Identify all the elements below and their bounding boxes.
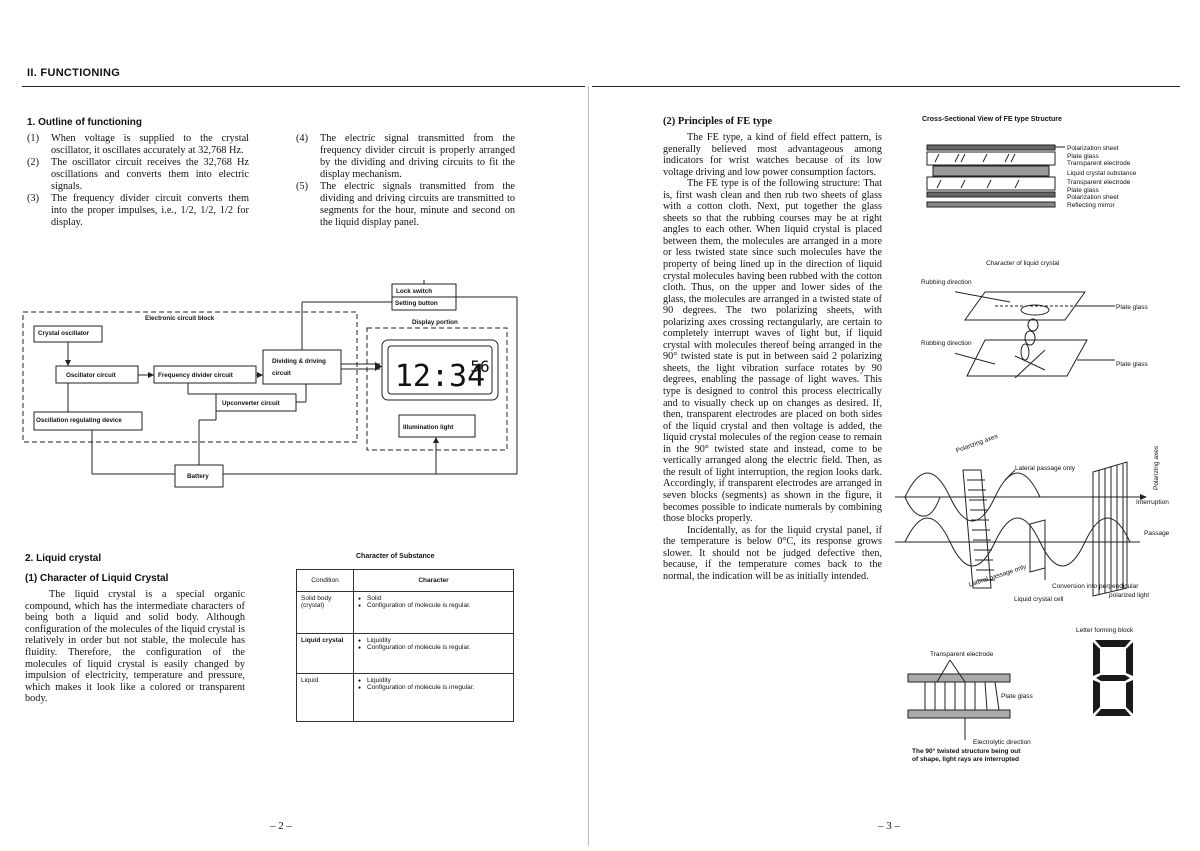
- layer-label: Liquid crystal substance: [1067, 169, 1137, 177]
- lc-character-figure: [955, 291, 1115, 379]
- liquid-crystal-heading: 2. Liquid crystal: [25, 553, 102, 564]
- upconverter-label: Upconverter circuit: [222, 400, 280, 407]
- fe-principles-text: The FE type, a kind of field effect patt…: [663, 132, 882, 582]
- layer-label: Reflecting mirror: [1067, 201, 1115, 209]
- lock-switch-label: Lock switch: [396, 288, 433, 295]
- fe-paragraph-3: Incidentally, as for the liquid crystal …: [663, 524, 882, 582]
- substance-table: Condition Character Solid body (crystal)…: [296, 569, 514, 722]
- electrode-caption-2: of shape, light rays are interrupted: [912, 756, 1019, 763]
- page-gutter: [588, 86, 589, 846]
- oscillator-circuit-label: Oscillator circuit: [66, 372, 116, 379]
- crystal-oscillator-label: Crystal oscillator: [38, 330, 90, 337]
- condition-cell: Solid body (crystal): [296, 591, 354, 634]
- lc-character-title: Character of liquid crystal: [986, 260, 1060, 267]
- section-title: II. FUNCTIONING: [27, 67, 121, 79]
- plate-glass-label-3: Plate glass: [1001, 693, 1033, 700]
- interruption-label: Interruption: [1136, 499, 1169, 506]
- lc-cell-label: Liquid crystal cell: [1014, 596, 1064, 603]
- block-diagram: 12:34 56: [22, 280, 518, 488]
- page-number-right: – 3 –: [878, 820, 900, 832]
- outline-list-left: (1)When voltage is supplied to the cryst…: [27, 133, 249, 229]
- character-bullet: Configuration of molecule is irregular.: [358, 684, 509, 691]
- lateral-passage-label: Lateral passage only: [1015, 465, 1075, 472]
- outline-list-right: (4)The electric signal transmitted from …: [296, 133, 515, 229]
- polarizing-axes-vertical: Polarizing axes: [1153, 445, 1160, 490]
- fe-paragraph-2: The FE type is of the following structur…: [663, 178, 882, 525]
- cross-section-title: Cross-Sectional View of FE type Structur…: [922, 116, 1062, 123]
- fe-principles-heading: (2) Principles of FE type: [663, 116, 773, 127]
- outline-item: (2)The oscillator circuit receives the 3…: [27, 157, 249, 192]
- rubbing-direction-2: Rubbing direction: [921, 340, 972, 347]
- layer-label: Plate glass: [1067, 186, 1099, 194]
- character-bullet: Configuration of molecule is regular.: [358, 644, 509, 651]
- conversion-label-2: polarized light: [1109, 592, 1150, 599]
- layer-label: Transparent electrode: [1067, 179, 1131, 186]
- character-bullet: Liquidity: [358, 637, 509, 644]
- cross-section-labels: Polarization sheet Plate glass Transpare…: [1067, 144, 1136, 211]
- dividing-driving-label-2: circuit: [272, 370, 291, 377]
- layer-label: Polarization sheet: [1067, 194, 1119, 201]
- rubbing-direction-1: Rubbing direction: [921, 279, 972, 286]
- character-bullet: Solid: [358, 595, 509, 602]
- col-condition: Condition: [296, 569, 354, 592]
- substance-table-title: Character of Substance: [356, 553, 435, 560]
- outline-item: (4)The electric signal transmitted from …: [296, 133, 515, 180]
- col-character: Character: [353, 569, 514, 592]
- plate-glass-label-1: Plate glass: [1116, 304, 1148, 311]
- header-rule-right: [592, 86, 1180, 87]
- cross-section-figure: [926, 144, 1065, 208]
- table-row: Liquid LiquidityConfiguration of molecul…: [296, 673, 514, 722]
- layer-label: Plate glass: [1067, 152, 1099, 160]
- outline-item: (3)The frequency divider circuit convert…: [27, 193, 249, 228]
- table-row: Solid body (crystal) SolidConfiguration …: [296, 591, 514, 634]
- lcd-seconds-digits: 56: [470, 357, 489, 376]
- illumination-label: Illumination light: [403, 424, 454, 431]
- polarization-figure: [895, 461, 1147, 597]
- dividing-driving-label-1: Dividing & driving: [272, 358, 326, 365]
- character-bullet: Liquidity: [358, 677, 509, 684]
- display-portion-label: Display portion: [412, 319, 458, 326]
- frequency-divider-label: Frequency divider circuit: [158, 372, 233, 379]
- page-number-left: – 2 –: [270, 820, 292, 832]
- oscillation-regulating-label: Oscillation regulating device: [36, 417, 122, 424]
- table-row: Liquid crystal LiquidityConfiguration of…: [296, 633, 514, 674]
- outline-item: (5)The electric signals transmitted from…: [296, 181, 515, 228]
- character-bullet: Configuration of molecule is regular.: [358, 602, 509, 609]
- electrolytic-label: Electrolytic direction: [973, 739, 1031, 746]
- passage-label: Passage: [1144, 530, 1170, 537]
- plate-glass-label-2: Plate glass: [1116, 361, 1148, 368]
- transparent-electrode-label: Transparent electrode: [930, 651, 994, 658]
- condition-cell: Liquid: [296, 673, 354, 722]
- lcd-main-digits: 12:34: [395, 359, 485, 394]
- liquid-crystal-paragraph: The liquid crystal is a special organic …: [25, 589, 245, 705]
- letter-block-title: Letter forming block: [1076, 627, 1134, 634]
- fe-paragraph-1: The FE type, a kind of field effect patt…: [663, 132, 882, 178]
- outline-item: (1)When voltage is supplied to the cryst…: [27, 133, 249, 156]
- character-subheading: (1) Character of Liquid Crystal: [25, 573, 169, 584]
- electrode-figure: [907, 660, 1011, 740]
- header-rule-left: [22, 86, 585, 87]
- seven-segment-figure: [1093, 640, 1133, 716]
- layer-label: Polarization sheet: [1067, 145, 1119, 152]
- layer-label: Transparent electrode: [1067, 160, 1131, 167]
- conversion-label-1: Conversion into perpendicular: [1052, 583, 1139, 590]
- condition-cell: Liquid crystal: [296, 633, 354, 674]
- outline-heading: 1. Outline of functioning: [27, 117, 142, 128]
- electronic-block-label: Electronic circuit block: [145, 315, 215, 322]
- setting-button-label: Setting button: [395, 300, 438, 307]
- electrode-caption-1: The 90° twisted structure being out: [912, 748, 1021, 755]
- battery-label: Battery: [187, 473, 209, 480]
